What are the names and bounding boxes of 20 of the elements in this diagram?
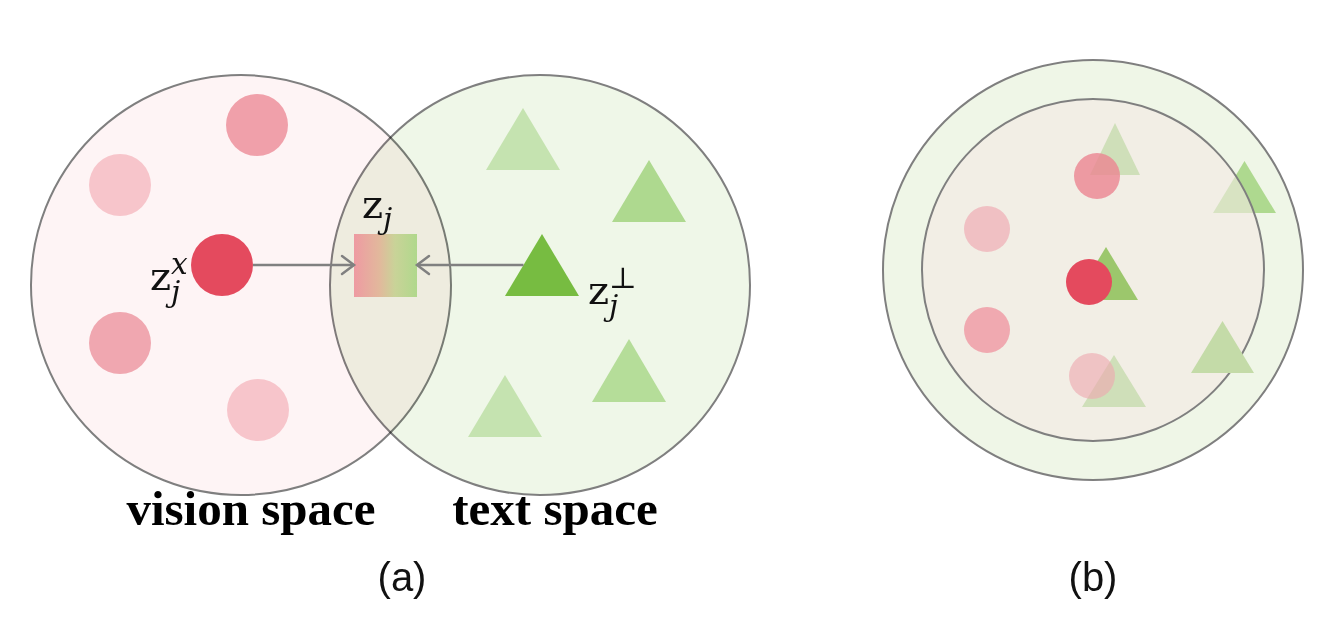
- circle-marker: [964, 307, 1010, 353]
- panel-label: (b): [1068, 555, 1118, 599]
- region-label: vision space: [126, 482, 376, 536]
- triangle-marker: [1212, 160, 1276, 213]
- arrow: [415, 254, 524, 276]
- arrow: [253, 254, 356, 276]
- triangle-marker: [611, 159, 686, 222]
- triangle-marker: [504, 233, 579, 296]
- circle-marker: [1074, 153, 1120, 199]
- variable-label: z$_{j}$: [362, 184, 393, 235]
- triangle-marker: [485, 107, 560, 170]
- square-marker: [354, 233, 417, 297]
- triangle-marker: [467, 374, 542, 437]
- panel-label: (a): [377, 555, 427, 599]
- region-label: text space: [452, 482, 658, 536]
- triangle-marker: [1191, 321, 1254, 373]
- circle-marker: [1069, 353, 1115, 399]
- circle-marker: [964, 206, 1010, 252]
- triangle-marker: [1082, 355, 1146, 407]
- triangle-marker: [591, 339, 666, 402]
